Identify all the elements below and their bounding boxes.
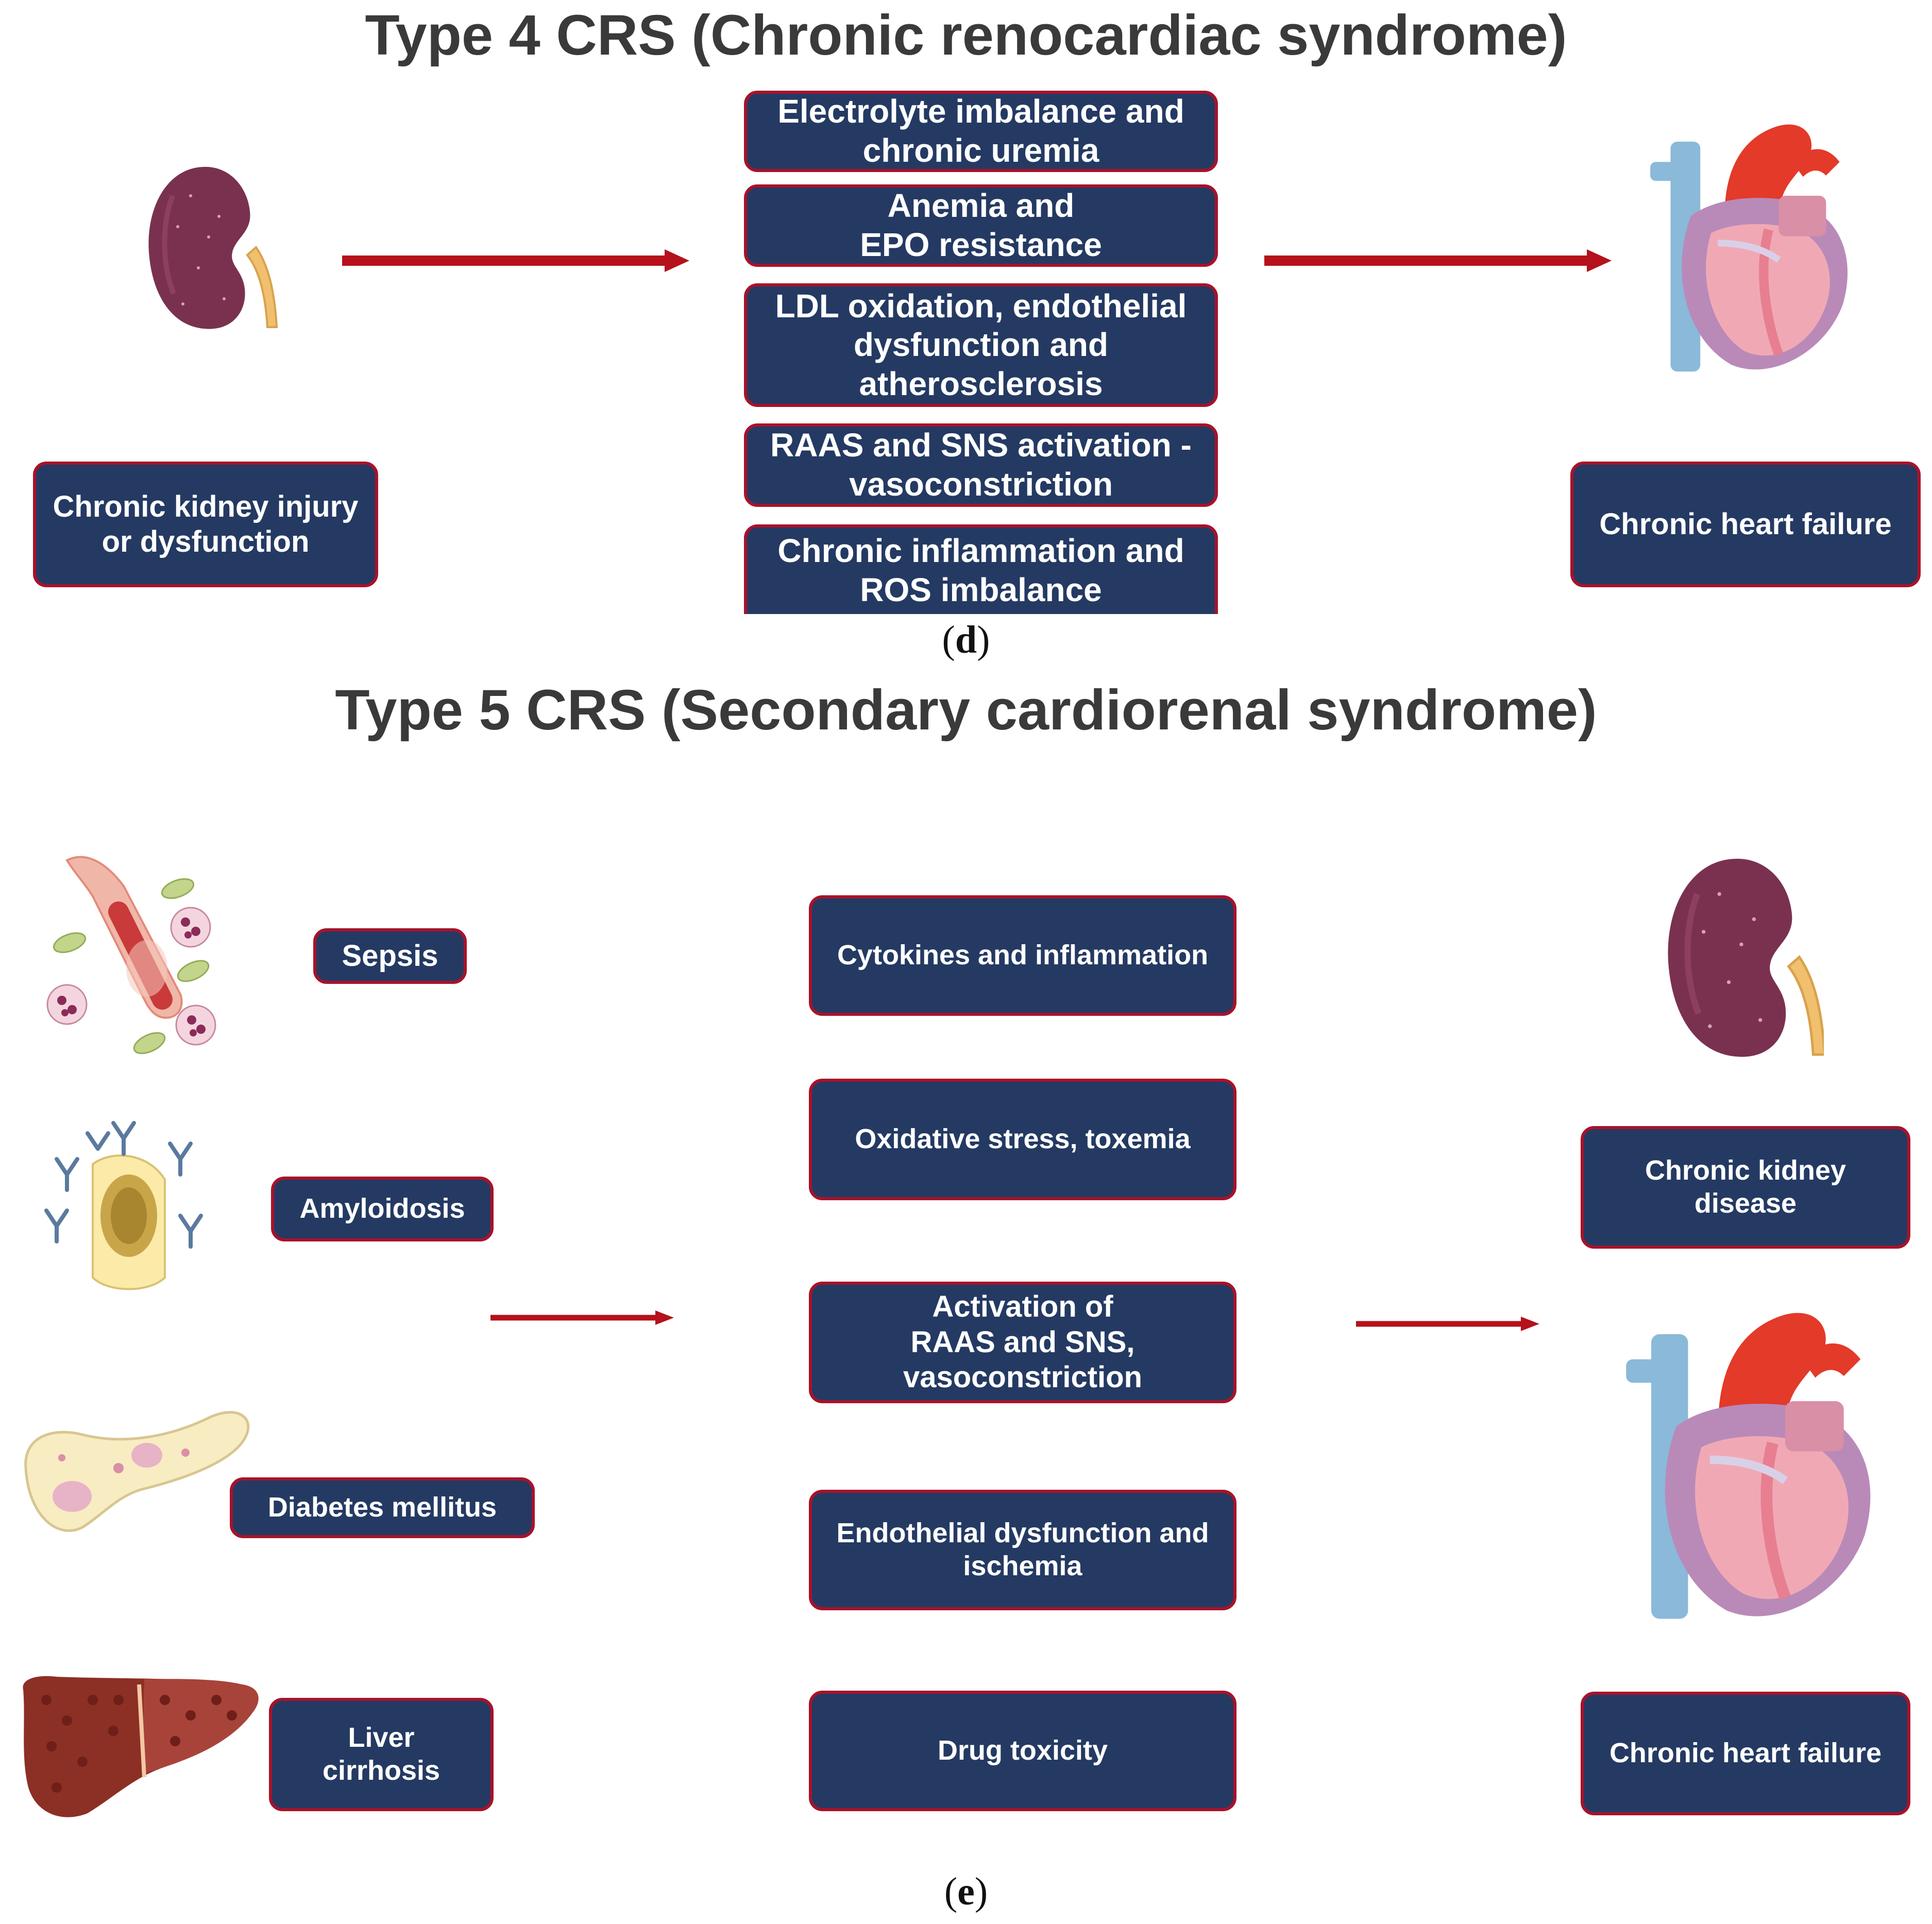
panel-e-arrow-left: [490, 1310, 674, 1325]
cause-box-amyloidosis: Amyloidosis: [271, 1177, 494, 1241]
cause-box-sepsis: Sepsis: [313, 928, 467, 984]
panel-d-title: Type 4 CRS (Chronic renocardiac syndrome…: [365, 4, 1567, 67]
kidney-icon: [1659, 850, 1824, 1077]
panel-e-arrow-right: [1356, 1317, 1539, 1331]
outcome-box-chronic-heart-failure: Chronic heart failure: [1581, 1692, 1910, 1815]
mechanism-box-cytokines: Cytokines and inflammation: [809, 895, 1236, 1016]
mechanism-box-oxidative-stress: Oxidative stress, toxemia: [809, 1079, 1236, 1200]
kidney-icon: [139, 160, 278, 345]
panel-e-caption: (e): [944, 1870, 988, 1913]
mechanism-box-raas-sns: RAAS and SNS activation -vasoconstrictio…: [744, 423, 1218, 507]
chronic-heart-failure-box: Chronic heart failure: [1570, 462, 1921, 587]
sepsis-icon: [46, 840, 232, 1061]
cause-box-diabetes: Diabetes mellitus: [230, 1477, 535, 1538]
mechanism-box-drug-toxicity: Drug toxicity: [809, 1691, 1236, 1811]
panel-d-arrow-right: [1264, 249, 1612, 272]
panel-d-caption: (d): [942, 618, 990, 661]
heart-icon: [1618, 1293, 1886, 1643]
liver-icon: [15, 1669, 263, 1824]
panel-d-arrow-left: [342, 249, 689, 272]
pancreas-icon: [15, 1406, 263, 1540]
heart-icon: [1643, 113, 1860, 386]
panel-e-title: Type 5 CRS (Secondary cardiorenal syndro…: [335, 678, 1597, 742]
amyloidosis-icon: [36, 1108, 211, 1303]
